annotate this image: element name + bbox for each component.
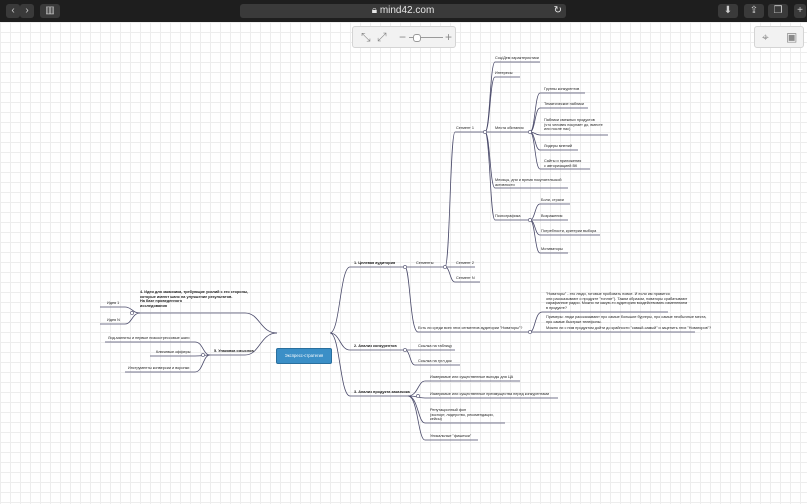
node-motivators[interactable]: Мотиваторы bbox=[541, 247, 563, 251]
node-segment-2[interactable]: Сегмент 2 bbox=[456, 261, 474, 265]
node-conversion-tools[interactable]: Инструменты конверсии и воронки bbox=[128, 366, 190, 370]
node-thematic-publics[interactable]: Тематические паблики bbox=[544, 102, 584, 106]
node-objections[interactable]: Возражения bbox=[541, 214, 563, 218]
zoom-out-icon[interactable]: − bbox=[399, 30, 407, 44]
node-lead-magnets[interactable]: Лид-магниты и первые низкострессовые шаг… bbox=[108, 336, 190, 340]
overview-icon[interactable]: ▣ bbox=[786, 30, 798, 44]
view-toolbar: ⌖ ▣ bbox=[754, 26, 804, 48]
branch-product-analysis[interactable]: 3. Анализ продукта заказчика bbox=[354, 390, 410, 394]
branch-ideas[interactable]: 4. Идеи для заказчика, требующие усилий … bbox=[140, 290, 249, 308]
node-innovators-extreme[interactable]: Можно ли с ним продуктом дойти до крайно… bbox=[546, 326, 712, 330]
node-innovators-question[interactable]: Есть ли среди всех этих сегментов аудито… bbox=[418, 326, 523, 330]
node-pains[interactable]: Боли, страхи bbox=[541, 198, 564, 202]
node-unique-features[interactable]: Уникальные "фишечки" bbox=[430, 434, 472, 438]
link-google-doc[interactable]: Ссылка на гугл док bbox=[418, 359, 452, 363]
node-idea-1[interactable]: Идея 1 bbox=[107, 301, 120, 305]
collapse-icon[interactable]: ⤡ bbox=[361, 30, 371, 44]
node-reputation[interactable]: Репутационный фон (экспорт, лидерство, р… bbox=[430, 408, 494, 422]
branch-target-audience[interactable]: 1. Целевая аудитория bbox=[354, 261, 396, 265]
zoom-slider[interactable] bbox=[409, 34, 443, 42]
back-icon[interactable]: ‹ bbox=[6, 4, 20, 18]
center-icon[interactable]: ⌖ bbox=[762, 30, 769, 44]
node-key-offers[interactable]: Ключевые офферы bbox=[156, 350, 191, 354]
sidebar-icon[interactable]: ▥ bbox=[40, 4, 60, 18]
lock-icon: 🔒︎ bbox=[371, 5, 378, 16]
map-toolbar: ⤡ ⤢ − + bbox=[352, 26, 456, 48]
branch-packaging[interactable]: 5. Упаковка смыслов bbox=[214, 349, 254, 353]
node-competitor-groups[interactable]: Группы конкурентов bbox=[544, 87, 580, 91]
node-sites-apps[interactable]: Сайты и приложения с авторизацией ВК bbox=[544, 159, 582, 168]
node-interests[interactable]: Интересы bbox=[495, 71, 513, 75]
new-tab-icon[interactable]: + bbox=[794, 4, 806, 18]
expand-icon[interactable]: ⤢ bbox=[377, 30, 387, 44]
link-table[interactable]: Ссылка на таблицу bbox=[418, 344, 452, 348]
address-bar[interactable]: 🔒︎ mind42.com ↻ bbox=[240, 4, 566, 18]
mindmap-connectors bbox=[100, 61, 695, 441]
node-segment-n[interactable]: Сегмент N bbox=[456, 276, 475, 280]
node-activity-time[interactable]: Месяцы, дни и время покупательской актив… bbox=[495, 178, 562, 187]
mindmap-canvas[interactable]: ⤡ ⤢ − + ⌖ ▣ bbox=[0, 22, 807, 504]
node-social-demo[interactable]: Соц/Дем характеристики bbox=[495, 56, 539, 60]
share-icon[interactable]: ⇪ bbox=[744, 4, 764, 18]
node-needs[interactable]: Потребности, критерии выбора bbox=[541, 229, 597, 233]
node-benefits[interactable]: Измеримые или существенные выгоды для ЦА bbox=[430, 375, 514, 379]
node-adjacent-publics[interactable]: Паблики смежных продуктов (что человек п… bbox=[544, 118, 603, 132]
node-idea-n[interactable]: Идея N bbox=[107, 318, 120, 322]
node-segment-1[interactable]: Сегмент 1 bbox=[456, 126, 474, 130]
reload-icon[interactable]: ↻ bbox=[553, 5, 562, 16]
url-text: mind42.com bbox=[379, 5, 435, 16]
node-places[interactable]: Места обитания bbox=[495, 126, 524, 130]
node-opinion-leaders[interactable]: Лидеры мнений bbox=[544, 144, 572, 148]
node-innovators-note[interactable]: "Новаторы" - это люди, готовые пробовать… bbox=[546, 292, 707, 324]
branch-competitors[interactable]: 2. Анализ конкурентов bbox=[354, 344, 397, 348]
node-segments[interactable]: Сегменты bbox=[416, 261, 434, 265]
download-icon[interactable]: ⬇ bbox=[718, 4, 738, 18]
browser-toolbar: ‹ › ▥ 🔒︎ mind42.com ↻ ⬇ ⇪ ❐ + bbox=[0, 0, 807, 22]
zoom-slider-knob[interactable] bbox=[413, 34, 421, 42]
node-psychographics[interactable]: Психографика bbox=[495, 214, 521, 218]
node-advantages[interactable]: Измеримые или существенные преимущества … bbox=[430, 392, 550, 396]
forward-icon[interactable]: › bbox=[20, 4, 34, 18]
zoom-in-icon[interactable]: + bbox=[445, 30, 453, 44]
mindmap-root-node[interactable]: Экспресс-стратегия bbox=[276, 348, 332, 364]
tabs-icon[interactable]: ❐ bbox=[768, 4, 788, 18]
